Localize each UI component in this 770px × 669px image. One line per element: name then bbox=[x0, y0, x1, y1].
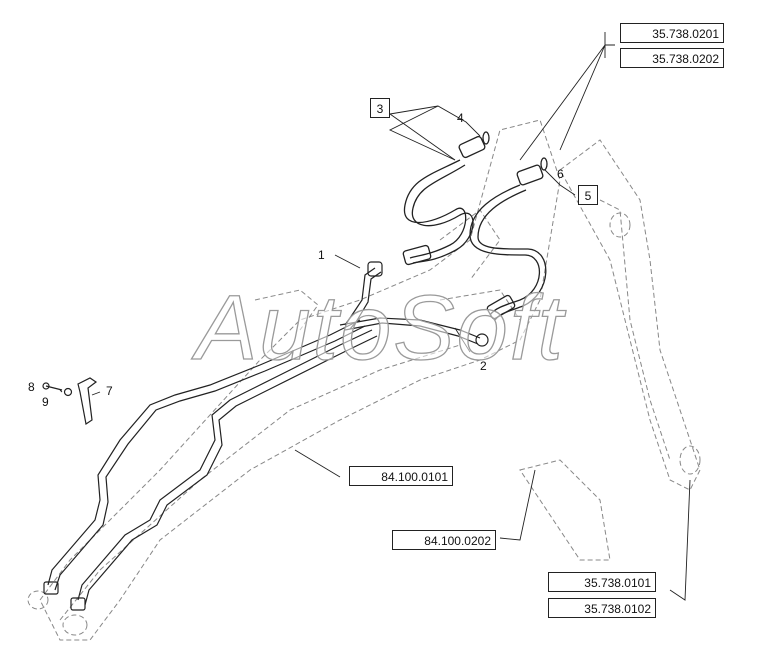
hose-fitting-lower-b bbox=[486, 294, 516, 320]
pipe-elbow-1 bbox=[367, 261, 383, 277]
boom-pipes bbox=[43, 319, 378, 611]
callout-4: 4 bbox=[457, 111, 464, 125]
ref-box-bottom-1[interactable]: 35.738.0101 bbox=[548, 572, 656, 592]
o-ring-6 bbox=[540, 157, 548, 171]
item-box-5: 5 bbox=[578, 185, 598, 205]
hose-fitting-lower-a bbox=[402, 244, 432, 266]
callout-2: 2 bbox=[480, 359, 487, 373]
ref-box-bottom-2[interactable]: 35.738.0102 bbox=[548, 598, 656, 618]
hoses bbox=[402, 131, 548, 321]
pipe-fitting-right bbox=[70, 597, 86, 611]
bolt-head-8 bbox=[42, 382, 50, 390]
washer-9 bbox=[63, 387, 73, 397]
callout-6: 6 bbox=[557, 167, 564, 181]
callout-9: 9 bbox=[42, 395, 49, 409]
item-box-3: 3 bbox=[370, 98, 390, 118]
callout-1: 1 bbox=[318, 248, 325, 262]
ref-box-top-2[interactable]: 35.738.0202 bbox=[620, 48, 724, 68]
callout-8: 8 bbox=[28, 380, 35, 394]
hose-fitting-upper-a bbox=[458, 135, 486, 159]
clamp-bracket-7 bbox=[77, 377, 98, 426]
boom-outline bbox=[27, 119, 701, 641]
ref-box-mid-2[interactable]: 84.100.0202 bbox=[392, 530, 496, 550]
ref-box-mid-1[interactable]: 84.100.0101 bbox=[349, 466, 453, 486]
leader-lines bbox=[59, 32, 691, 601]
callout-7: 7 bbox=[106, 384, 113, 398]
ref-box-top-1[interactable]: 35.738.0201 bbox=[620, 23, 724, 43]
pipe-end-2 bbox=[475, 333, 489, 347]
clamp-assembly bbox=[42, 377, 98, 426]
pipes-1-2 bbox=[339, 261, 489, 347]
hose-fitting-upper-b bbox=[516, 164, 544, 186]
pipe-fitting-left bbox=[43, 581, 59, 595]
o-ring-4 bbox=[482, 131, 490, 145]
